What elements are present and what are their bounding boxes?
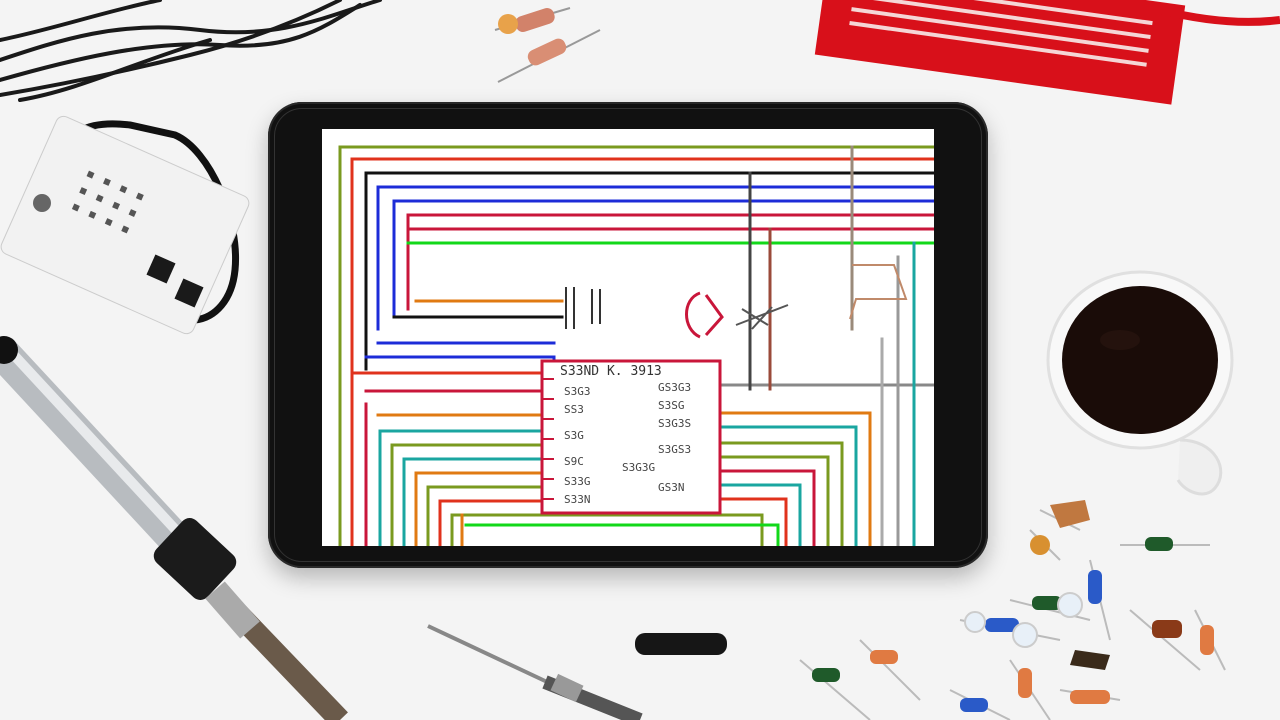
ic-right-pin-2: S3SG [658,399,685,412]
wire-teal-in-2 [402,457,544,546]
cable-bundle [0,0,382,102]
wire-olive [338,145,934,546]
circuit-schematic: S33ND K. 3913 S3G3 SS3 S3G S9C S33G S33N… [338,145,934,546]
usb-stick [635,633,727,655]
wire-red-1 [350,157,934,546]
tablet-screen: S33ND K. 3913 S3G3 SS3 S3G S9C S33G S33N… [322,129,934,546]
wire-red-in-3 [438,499,544,546]
ic-left-pin-4: S9C [564,455,584,468]
soldering-iron [0,336,348,720]
wire-teal-out-2 [718,483,802,546]
wire-teal-out [718,425,858,546]
wire-orange-out [718,411,872,546]
wire-olive-in [390,443,544,546]
ic-left-pin-5: S33G [564,475,591,488]
wire-teal-in [378,429,544,546]
ic-right-pin-3: S3G3S [658,417,691,430]
ic-left-pin-3: S3G [564,429,584,442]
wire-crimson [406,213,934,311]
crystal-component [685,291,724,339]
transistor-component [735,304,789,330]
wire-olive-out-2 [718,455,830,546]
wire-blue-chip [364,355,556,371]
wire-olive-in-2 [426,485,544,546]
screwdriver [427,624,643,720]
wire-red-out-2 [718,497,788,546]
wire-green-bottom [464,523,780,546]
resistor-pile [799,500,1226,720]
buzzer-module [0,115,250,335]
wire-orange-in-2 [414,471,544,546]
ic-chip-label: S33ND K. 3913 [560,364,662,379]
wire-red-out [718,469,816,546]
relay-component [849,264,908,320]
resistor [494,7,601,83]
tablet-bezel [274,108,982,562]
ic-left-pin-6: S33N [564,493,591,506]
ic-right-pin-6: GS3N [658,481,685,494]
wire-blue-2 [392,199,934,319]
led-strip [814,0,1280,105]
ic-right-pin-1: GS3G3 [658,381,691,394]
ic-chip-left-pins [542,378,554,500]
ic-left-pin-1: S3G3 [564,385,591,398]
ic-right-pin-5: S3G3G [622,461,655,474]
wire-olive-bottom [450,513,764,546]
capacitor-1 [565,287,601,329]
wire-olive-out [718,441,844,546]
wire-black [364,171,934,371]
ic-right-pin-4: S3GS3 [658,443,691,456]
ic-left-pin-2: SS3 [564,403,584,416]
ic-chip [540,359,722,515]
coffee-cup [1046,270,1234,496]
